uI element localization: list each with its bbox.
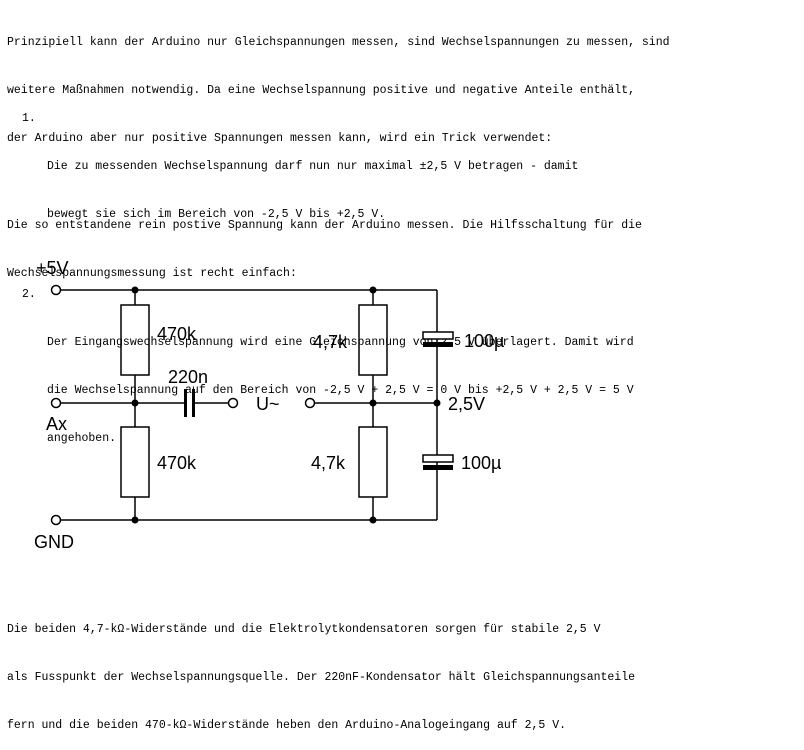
list-line: die Wechselspannung auf den Bereich von … — [47, 384, 634, 397]
mid-voltage-label: 2,5V — [448, 394, 485, 414]
c-bottom-label: 100µ — [461, 453, 501, 473]
closing-line: Die beiden 4,7-kΩ-Widerstände und die El… — [7, 623, 601, 636]
gnd-label: GND — [34, 532, 74, 552]
coupling-cap-label: 220n — [168, 367, 208, 387]
list-line: bewegt sie sich im Bereich von -2,5 V bi… — [47, 208, 386, 221]
closing-line: als Fusspunkt der Wechselspannungsquelle… — [7, 671, 636, 684]
middle-line: Die so entstandene rein postive Spannung… — [7, 219, 642, 232]
circuit-diagram: +5V Ax GND 470k 470k 220n U~ 4,7k 4,7k 1… — [34, 258, 504, 552]
intro-line: weitere Maßnahmen notwendig. Da eine Wec… — [7, 84, 636, 97]
r-top-right-label: 4,7k — [313, 332, 348, 352]
intro-line: der Arduino aber nur positive Spannungen… — [7, 132, 553, 145]
middle-line: Wechselspannungsmessung ist recht einfac… — [7, 267, 297, 280]
ax-label: Ax — [46, 414, 67, 434]
resistor-470k-top — [120, 304, 150, 376]
list-line: Der Eingangswechselspannung wird eine Gl… — [47, 336, 634, 349]
intro-line: Prinzipiell kann der Arduino nur Gleichs… — [7, 36, 670, 49]
capacitor-100u-top — [422, 331, 454, 347]
list-number: 1. — [22, 112, 36, 125]
middle-paragraph: Die so entstandene rein postive Spannung… — [7, 186, 642, 298]
c-top-label: 100µ — [464, 331, 504, 351]
list-item: 2. Der Eingangswechselspannung wird eine… — [22, 287, 634, 479]
closing-line: fern und die beiden 470-kΩ-Widerstände h… — [7, 719, 566, 732]
r-bottom-right-label: 4,7k — [311, 453, 346, 473]
list-number: 2. — [22, 288, 36, 301]
r-top-left-label: 470k — [157, 324, 197, 344]
capacitor-100u-bottom — [422, 454, 454, 470]
vcc-terminal — [50, 284, 62, 296]
closing-paragraph: Die beiden 4,7-kΩ-Widerstände und die El… — [7, 590, 635, 750]
ac-terminal-right — [304, 397, 316, 409]
ac-terminal-left — [227, 397, 239, 409]
resistor-470k-bottom — [120, 426, 150, 498]
capacitor-220n — [184, 389, 195, 417]
resistor-4k7-top — [358, 304, 388, 376]
list-line: Die zu messenden Wechselspannung darf nu… — [47, 160, 579, 173]
r-bottom-left-label: 470k — [157, 453, 197, 473]
vcc-label: +5V — [36, 258, 69, 278]
gnd-terminal — [50, 514, 62, 526]
numbered-list: 1. Die zu messenden Wechselspannung darf… — [22, 79, 634, 495]
intro-paragraph: Prinzipiell kann der Arduino nur Gleichs… — [7, 3, 670, 163]
resistor-4k7-bottom — [358, 426, 388, 498]
list-item: 1. Die zu messenden Wechselspannung darf… — [22, 111, 634, 255]
ac-source-label: U~ — [256, 394, 280, 414]
list-line: angehoben. — [47, 432, 117, 445]
ax-terminal — [50, 397, 62, 409]
